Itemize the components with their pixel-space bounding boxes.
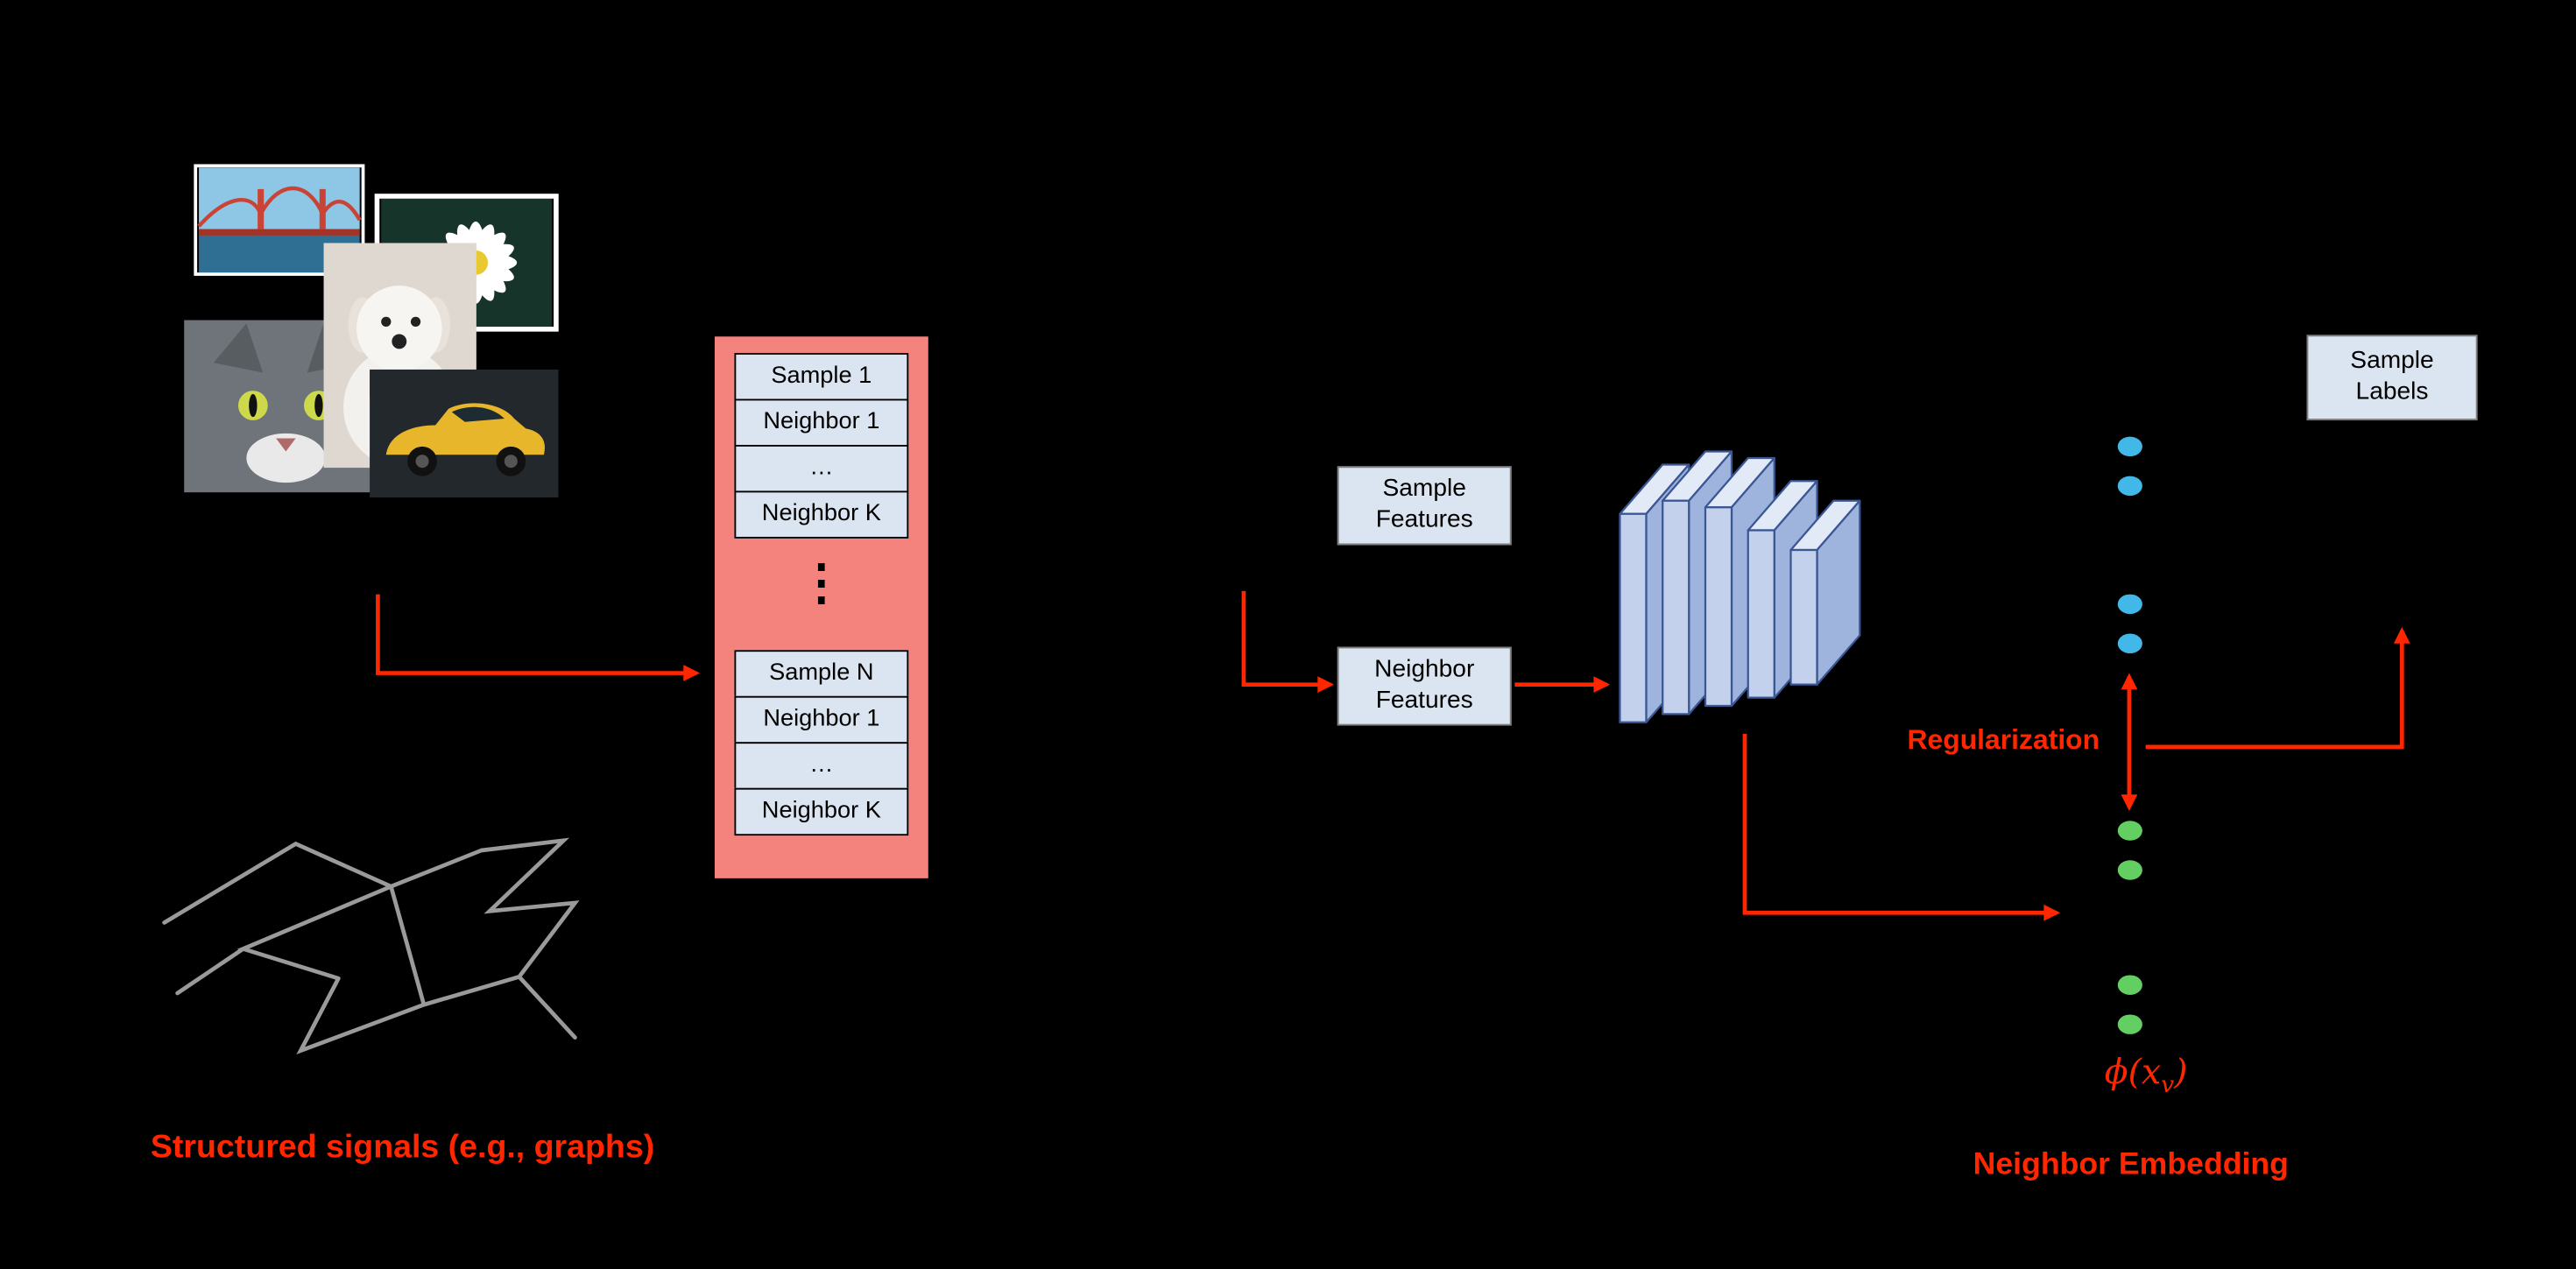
phi-open: ϕ(x [2104, 1052, 2162, 1092]
table-cell: Neighbor 1 [734, 695, 909, 744]
bridge-photo [194, 164, 365, 276]
network-layer [1789, 499, 1861, 686]
car-photo [370, 369, 559, 497]
neighbor-embedding-dot [2117, 860, 2142, 880]
table-cell: Neighbor K [734, 490, 909, 539]
phi-subscript: v [2161, 1072, 2175, 1099]
sample-embedding-dot [2117, 476, 2142, 497]
table-cell: … [734, 444, 909, 493]
arrow-network-to-neighbor-embedding [1742, 733, 2061, 921]
table-ellipsis: ⋮ [796, 556, 846, 611]
arrow-structured-to-table [376, 594, 701, 681]
sample-embedding-dot [2117, 436, 2142, 457]
neighbor-embedding-dot [2117, 1014, 2142, 1034]
table-cell: … [734, 742, 909, 790]
arrow-to-neighbor-features [1241, 590, 1335, 694]
table-cell: Neighbor 1 [734, 398, 909, 447]
table-cell: Sample N [734, 650, 909, 698]
table-cell: Sample 1 [734, 353, 909, 401]
neighbor-embedding-dot [2117, 821, 2142, 841]
sample-embedding-dot [2117, 633, 2142, 654]
regularization-label: Regularization [1907, 723, 2100, 756]
sample-embedding-dot [2117, 594, 2142, 615]
neighbor-embedding-dot [2117, 975, 2142, 995]
neighbor-embedding-formula: ϕ(xv) [2105, 1053, 2188, 1099]
car-illustration [370, 369, 559, 497]
sample-labels-box: Sample Labels [2306, 335, 2478, 420]
neural-network-layers [1619, 450, 1861, 723]
sample-features-box: Sample Features [1337, 466, 1512, 546]
neighbor-features-box: Neighbor Features [1337, 646, 1512, 726]
arrow-embedding-to-sample-labels [2145, 627, 2410, 750]
phi-close: ) [2174, 1052, 2188, 1092]
neighbor-embedding-label: Neighbor Embedding [1973, 1147, 2289, 1182]
table-cell: Neighbor K [734, 787, 909, 836]
structured-signals-label: Structured signals (e.g., graphs) [150, 1129, 655, 1166]
bridge-illustration [197, 167, 362, 273]
graph-sketch [162, 837, 580, 1055]
